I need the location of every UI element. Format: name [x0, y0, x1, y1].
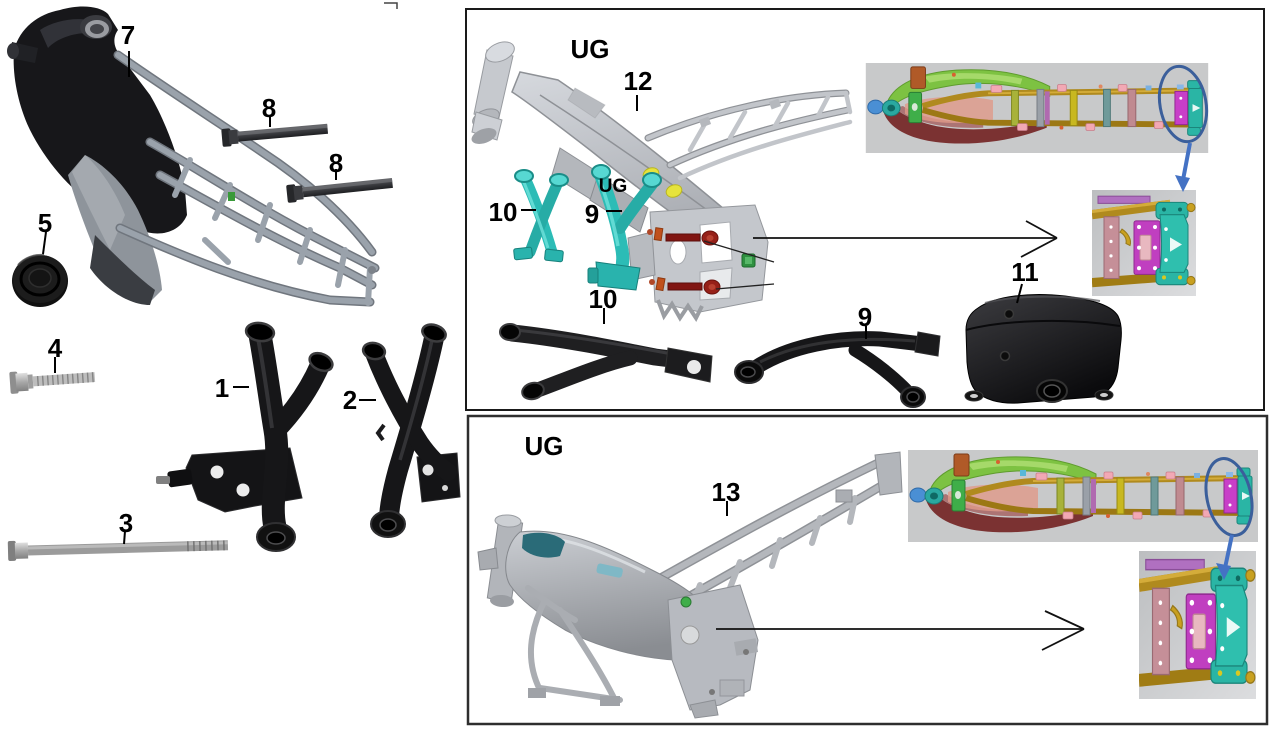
highlight-ellipse-top [1157, 64, 1209, 144]
callout-13: 13 [711, 477, 741, 507]
callout-10-black: 10 [588, 284, 618, 314]
callout-arrow-top [753, 220, 1058, 258]
highlight-ellipse-bottom [1204, 457, 1254, 537]
callout-10-cyan: 10 [488, 197, 518, 227]
cad-overview-top [866, 63, 1208, 153]
bracket-10-cyan [513, 169, 569, 263]
blue-arrow-bottom-icon [1216, 534, 1234, 580]
guard-11 [964, 294, 1122, 404]
callout-4: 4 [47, 333, 63, 363]
crop-artifact [384, 2, 398, 9]
cad-detail-bottom [1139, 551, 1256, 699]
callout-7: 7 [120, 20, 136, 50]
frame13-green-marker [680, 596, 692, 608]
bottom-inset-box [466, 414, 1269, 726]
cad-detail-top [1092, 190, 1196, 296]
bracket-9-black [734, 331, 941, 408]
variant-ug-top: UG [570, 34, 610, 64]
bracket-10-black [499, 323, 713, 401]
frame-13-photo [477, 451, 903, 719]
frame7-green-fitting [228, 192, 235, 201]
callout-5: 5 [37, 208, 53, 238]
bolt-8-upper [221, 123, 329, 147]
callout-2: 2 [342, 385, 358, 415]
callout-8-upper: 8 [261, 93, 277, 123]
bolt-8-lower [286, 177, 393, 203]
callout-11: 11 [1011, 257, 1039, 287]
callout-8-lower: 8 [328, 148, 344, 178]
variant-ug-inner: UG [598, 176, 628, 197]
blue-arrow-top-icon [1175, 142, 1192, 192]
frame13-teal-patch [522, 532, 565, 558]
variant-ug-bottom: UG [524, 431, 564, 461]
callout-9-black: 9 [857, 302, 873, 332]
top-inset-box [465, 8, 1265, 411]
callout-1: 1 [214, 373, 230, 403]
mount-bolts-red [647, 227, 775, 295]
callout-9-cyan: 9 [584, 199, 600, 229]
yellow-marker-2 [665, 184, 683, 198]
callout-12: 12 [623, 66, 653, 96]
frame-7-photo [7, 6, 380, 307]
bolt-3 [7, 540, 229, 561]
callout-3: 3 [118, 508, 134, 538]
bracket-1 [156, 321, 334, 552]
leader-lines-bolts [703, 240, 775, 290]
bracket-9-cyan [587, 164, 662, 291]
label-leader-lines [42, 51, 1023, 545]
bracket-2 [361, 323, 461, 538]
plug-5 [12, 253, 68, 307]
bolt-4 [9, 371, 96, 394]
callout-arrow-bottom [716, 610, 1085, 651]
